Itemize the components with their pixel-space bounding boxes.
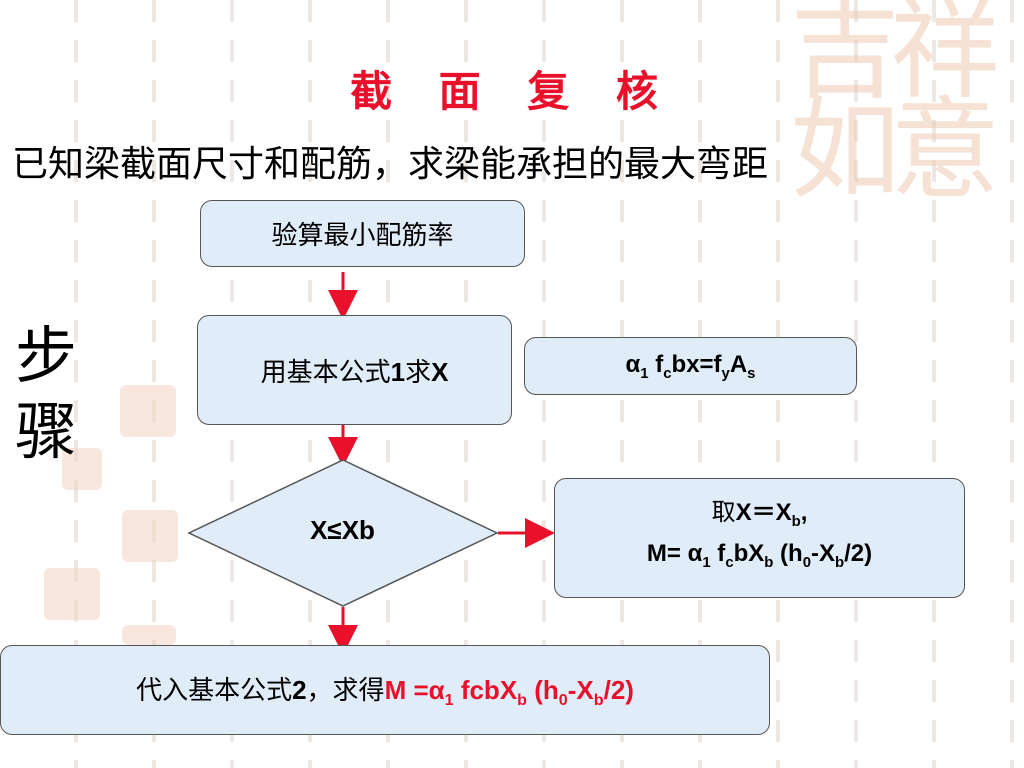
step2-var: X xyxy=(431,356,449,387)
final-num: 2 xyxy=(292,674,307,705)
seal-stamp-4 xyxy=(44,568,100,620)
final-fcb-sub: b xyxy=(517,691,528,710)
page-subtitle: 已知梁截面尺寸和配筋，求梁能承担的最大弯距 xyxy=(12,144,769,185)
step2-mid: 求 xyxy=(405,356,432,387)
formula1-mid: bx=f xyxy=(671,350,722,378)
step-check-min-reinforcement: 验算最小配筋率 xyxy=(200,200,525,267)
decision-diamond xyxy=(187,459,499,607)
formula1-s-sub: s xyxy=(747,365,756,382)
final-M-sub: 1 xyxy=(444,691,454,710)
branch-line2: M= α1 fcbXb (h0-Xb/2) xyxy=(647,538,872,579)
branch-box: 取X＝Xb, M= α1 fcbXb (h0-Xb/2) xyxy=(554,478,965,598)
step1-label: 验算最小配筋率 xyxy=(271,220,454,250)
page-title: 截 面 复 核 xyxy=(350,67,674,116)
formula1-alpha-sub: 1 xyxy=(640,365,649,382)
final-mid: ，求得 xyxy=(306,674,385,705)
branch-line2-x-sub: b xyxy=(834,554,845,571)
step-solve-x: 用基本公式1求X xyxy=(197,315,512,425)
formula1-A: A xyxy=(729,350,748,378)
step2-prefix: 用基本公式 xyxy=(260,356,391,387)
seal-stamp-1 xyxy=(120,385,176,437)
seal-stamp-2 xyxy=(62,448,102,490)
branch-line2-a: M= α xyxy=(646,540,703,567)
formula-equilibrium: α1 fcbx=fyAs xyxy=(524,337,857,395)
final-h: (h xyxy=(527,674,559,705)
branch-line1-prefix: 取 xyxy=(711,499,736,527)
final-end: /2) xyxy=(603,674,634,705)
decision-label: X≤Xb xyxy=(310,515,375,545)
branch-line2-bx: bX xyxy=(733,540,765,567)
step2-num: 1 xyxy=(390,356,406,387)
branch-line1: 取X＝Xb, xyxy=(712,497,808,538)
branch-line1-eq: X＝X xyxy=(735,499,792,527)
branch-line1-sub: b xyxy=(791,514,801,530)
final-prefix: 代入基本公式 xyxy=(136,674,293,705)
seal-stamp-5 xyxy=(122,625,176,645)
branch-line2-h-sub: 0 xyxy=(802,554,811,571)
branch-line1-end: , xyxy=(800,499,808,527)
final-fcb: fcbX xyxy=(453,674,518,705)
final-h-sub: 0 xyxy=(558,691,568,710)
final-x: -X xyxy=(567,674,594,705)
branch-line2-a-sub: 1 xyxy=(702,554,711,571)
branch-line2-end: /2) xyxy=(844,540,873,567)
branch-line2-f: f xyxy=(710,540,726,567)
branch-line2-h: (h xyxy=(773,540,803,567)
final-x-sub: b xyxy=(593,691,604,710)
steps-label: 步骤 xyxy=(15,319,78,468)
branch-line2-x: -X xyxy=(810,540,835,567)
final-M: M =α xyxy=(384,674,445,705)
formula1-f-sub: c xyxy=(663,365,672,382)
formula1-y-sub: y xyxy=(721,365,730,382)
branch-line2-bx-sub: b xyxy=(764,554,774,571)
seal-stamp-3 xyxy=(122,510,178,562)
branch-line2-f-sub: c xyxy=(725,554,734,571)
watermark-seal: 吉祥如意 xyxy=(790,0,1000,214)
final-step: 代入基本公式2，求得M =α1 fcbXb (h0-Xb/2) xyxy=(0,645,770,735)
formula1-f: f xyxy=(648,350,664,378)
formula1-alpha: α xyxy=(625,350,641,378)
